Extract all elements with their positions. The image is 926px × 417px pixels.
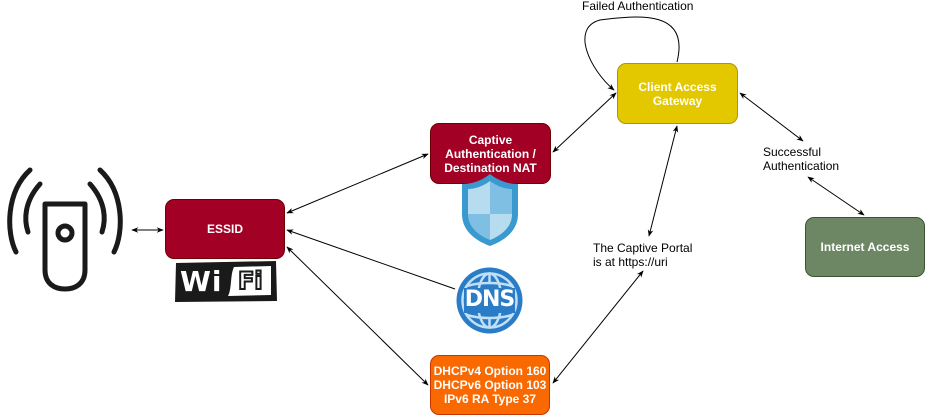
edge-gateway-self-loop [584,16,680,91]
internet-label: Internet Access [820,240,910,254]
wifi-logo-icon: Wi Fi [172,259,280,305]
access-point-icon [7,167,123,292]
client-access-gateway-node[interactable]: Client Access Gateway [617,63,738,124]
edge-essid-dhcp [286,246,429,386]
successful-authentication-label: Successful Authentication [763,145,840,173]
edge-captive-gateway [552,92,617,153]
captive-portal-uri-label: The Captive Portal is at https://uri [593,241,693,269]
essid-label: ESSID [206,222,243,236]
failed-authentication-label: Failed Authentication [582,0,694,13]
edge-portal-dhcp [552,270,644,384]
edge-gateway-success [739,92,804,142]
wifi-logo-fi: Fi [237,266,264,296]
wifi-logo-wi: Wi [180,265,223,298]
essid-node[interactable]: ESSID [165,199,285,259]
edge-essid-captive [286,153,429,214]
edge-gateway-portal [647,125,679,237]
shield-icon [462,174,518,246]
captive-label: Captive Authentication / Destination NAT [444,132,537,175]
edge-dns-essid [286,229,456,290]
dhcp-label: DHCPv4 Option 160 DHCPv6 Option 103 IPv6… [433,364,547,406]
internet-access-node[interactable]: Internet Access [805,217,925,277]
gateway-label: Client Access Gateway [638,79,717,108]
dhcp-options-node[interactable]: DHCPv4 Option 160 DHCPv6 Option 103 IPv6… [430,355,550,415]
edge-success-internet [807,176,865,216]
dns-globe-icon: DNS [455,266,524,335]
dns-text: DNS [464,287,516,312]
